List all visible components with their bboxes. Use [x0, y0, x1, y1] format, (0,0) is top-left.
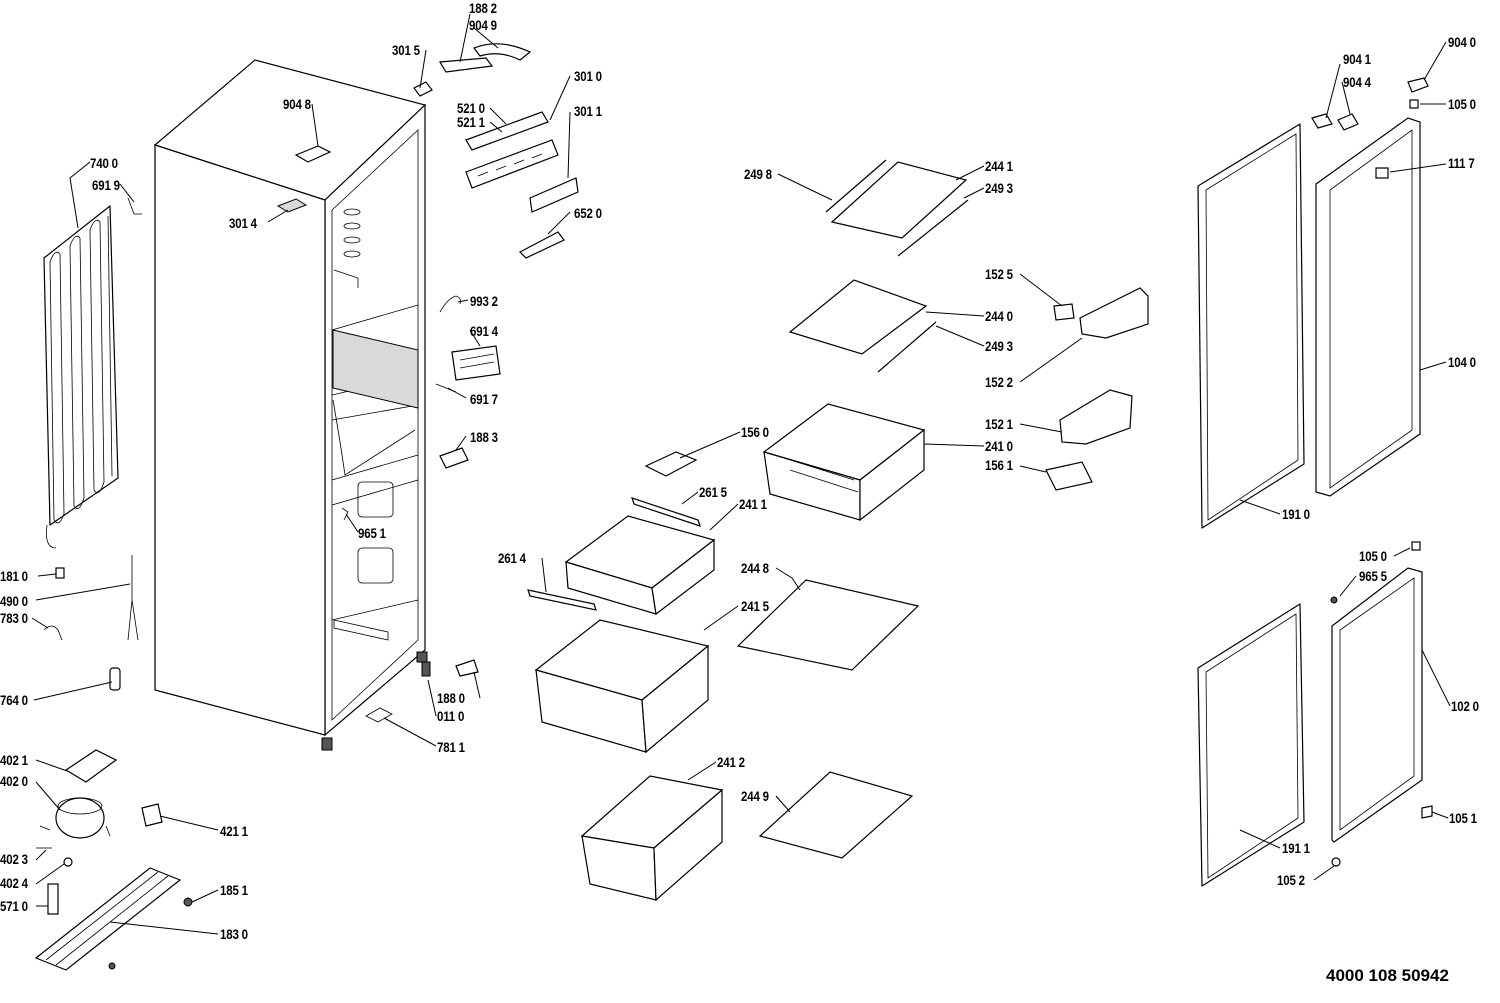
part-label: 490 0	[0, 593, 28, 609]
part-label: 156 0	[741, 424, 769, 440]
part-label: 105 0	[1448, 96, 1476, 112]
part-label: 188 2	[469, 0, 497, 16]
part-label: 904 1	[1343, 51, 1371, 67]
condenser-coil	[43, 197, 142, 549]
part-label: 402 1	[0, 752, 28, 768]
part-label: 261 5	[699, 484, 727, 500]
part-label: 740 0	[90, 155, 118, 171]
part-label: 241 1	[739, 496, 767, 512]
part-label: 156 1	[985, 457, 1013, 473]
part-label: 152 1	[985, 416, 1013, 432]
part-label: 521 0	[457, 100, 485, 116]
part-label: 402 0	[0, 773, 28, 789]
part-label: 191 0	[1282, 506, 1310, 522]
part-label: 402 3	[0, 851, 28, 867]
part-label: 764 0	[0, 692, 28, 708]
part-label: 402 4	[0, 875, 28, 891]
doors	[1197, 77, 1433, 887]
part-label: 249 8	[744, 166, 772, 182]
part-label: 181 0	[0, 568, 28, 584]
part-label: 152 5	[985, 266, 1013, 282]
part-label: 152 2	[985, 374, 1013, 390]
part-label: 904 0	[1448, 34, 1476, 50]
part-label: 244 8	[741, 560, 769, 576]
part-label: 241 5	[741, 598, 769, 614]
part-label: 691 4	[470, 323, 498, 339]
part-label: 904 9	[469, 17, 497, 33]
document-number: 4000 108 50942	[1326, 966, 1449, 985]
part-label: 105 2	[1277, 872, 1305, 888]
part-label: 104 0	[1448, 354, 1476, 370]
part-label: 102 0	[1451, 698, 1479, 714]
part-label: 965 1	[358, 525, 386, 541]
part-label: 191 1	[1282, 840, 1310, 856]
part-label: 301 0	[574, 68, 602, 84]
part-label: 249 3	[985, 180, 1013, 196]
part-label: 185 1	[220, 882, 248, 898]
part-label: 691 9	[92, 177, 120, 193]
part-label: 993 2	[470, 293, 498, 309]
part-label: 105 0	[1359, 548, 1387, 564]
part-label: 105 1	[1449, 810, 1477, 826]
fridge-cabinet	[153, 59, 431, 751]
part-label: 965 5	[1359, 568, 1387, 584]
part-label: 241 0	[985, 438, 1013, 454]
part-label: 783 0	[0, 610, 28, 626]
part-label: 188 0	[437, 690, 465, 706]
part-label: 652 0	[574, 205, 602, 221]
part-label: 301 5	[392, 42, 420, 58]
part-label: 183 0	[220, 926, 248, 942]
part-label: 241 2	[717, 754, 745, 770]
part-label: 244 0	[985, 308, 1013, 324]
part-label: 301 1	[574, 103, 602, 119]
part-label: 781 1	[437, 739, 465, 755]
door-bins	[1045, 287, 1149, 491]
part-label: 011 0	[437, 708, 465, 724]
part-label: 691 7	[470, 391, 498, 407]
part-label: 904 4	[1343, 74, 1371, 90]
part-label: 571 0	[0, 898, 28, 914]
drawers	[527, 403, 926, 902]
base-tray	[34, 867, 182, 971]
part-label: 904 8	[283, 96, 311, 112]
electrical-parts	[36, 555, 193, 915]
part-label: 249 3	[985, 338, 1013, 354]
part-label: 421 1	[220, 823, 248, 839]
part-label: 111 7	[1448, 155, 1475, 171]
glass-shelves	[788, 159, 969, 373]
part-label: 244 1	[985, 158, 1013, 174]
part-label: 188 3	[470, 429, 498, 445]
part-label: 301 4	[229, 215, 257, 231]
part-label: 521 1	[457, 114, 485, 130]
leader-lines	[31, 13, 1451, 935]
top-parts	[276, 43, 579, 723]
part-label: 244 9	[741, 788, 769, 804]
part-label: 261 4	[498, 550, 526, 566]
